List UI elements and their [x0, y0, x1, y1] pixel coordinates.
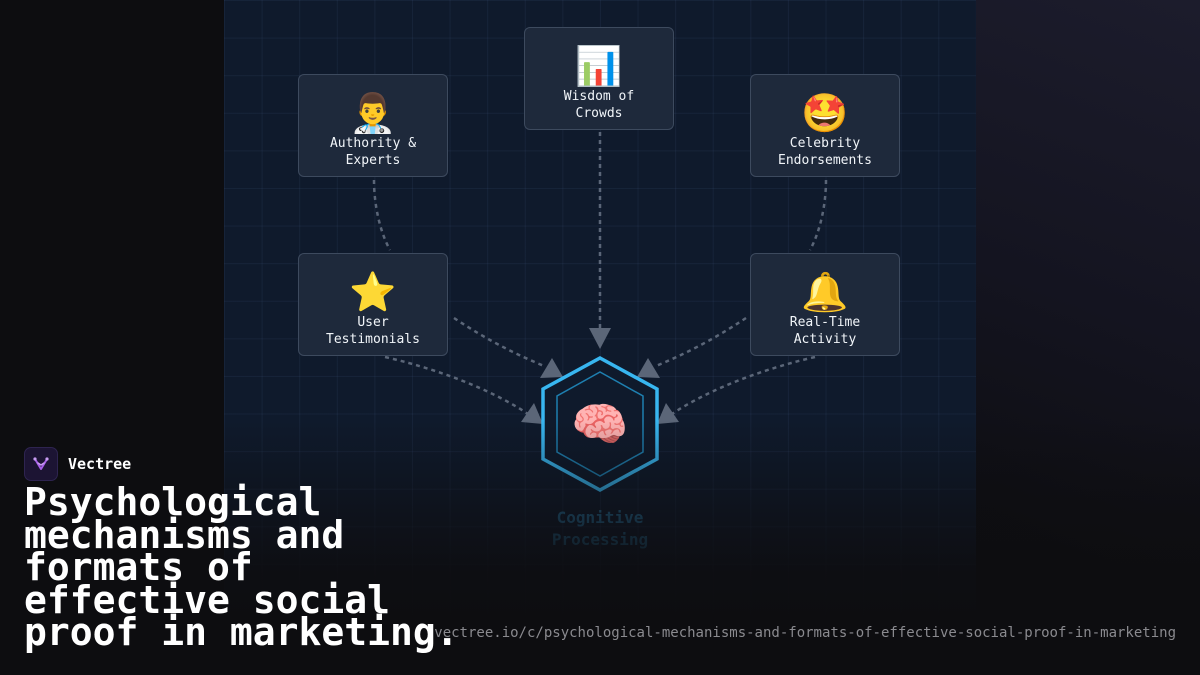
star-icon: ⭐: [349, 270, 397, 314]
edge-realtime-center: [655, 316, 747, 368]
vectree-logo-icon: [24, 447, 58, 481]
brain-icon: 🧠: [571, 397, 629, 451]
edge-celebrity-center: [808, 179, 828, 251]
edge-testimonials-center: [453, 316, 545, 368]
brand: Vectree: [24, 447, 131, 481]
page-title: Psychological mechanisms and formats of …: [24, 480, 459, 654]
arrowhead-celebrity: [657, 403, 679, 424]
node-label: User Testimonials: [326, 315, 420, 347]
node-authority-experts: 👨‍⚕️ Authority & Experts: [298, 74, 448, 177]
node-label: Celebrity Endorsements: [778, 136, 872, 168]
node-label: Wisdom of Crowds: [563, 89, 635, 121]
node-real-time-activity: 🔔 Real-Time Activity: [750, 253, 900, 356]
arrowhead-realtime: [637, 358, 660, 378]
star-struck-face-icon: 🤩: [801, 91, 849, 135]
node-user-testimonials: ⭐ User Testimonials: [298, 253, 448, 356]
arrowhead-testimonials: [540, 358, 563, 378]
article-url[interactable]: vectree.io/c/psychological-mechanisms-an…: [434, 625, 1176, 641]
doctor-icon: 👨‍⚕️: [349, 91, 397, 135]
center-label: Cognitive Processing: [551, 508, 649, 549]
arrowhead-wisdom: [589, 328, 611, 349]
brand-name: Vectree: [68, 455, 132, 473]
node-label: Authority & Experts: [329, 136, 417, 168]
bell-icon: 🔔: [801, 270, 849, 314]
node-celebrity-endorsements: 🤩 Celebrity Endorsements: [750, 74, 900, 177]
bar-chart-icon: 📊: [575, 44, 623, 88]
node-label: Real-Time Activity: [789, 315, 861, 347]
node-wisdom-of-crowds: 📊 Wisdom of Crowds: [524, 27, 674, 130]
edge-authority-testimonials-center: [384, 355, 529, 416]
arrowhead-authority: [521, 403, 543, 424]
edge-authority-center: [372, 179, 392, 251]
edge-celebrity-realtime-center: [671, 355, 816, 416]
